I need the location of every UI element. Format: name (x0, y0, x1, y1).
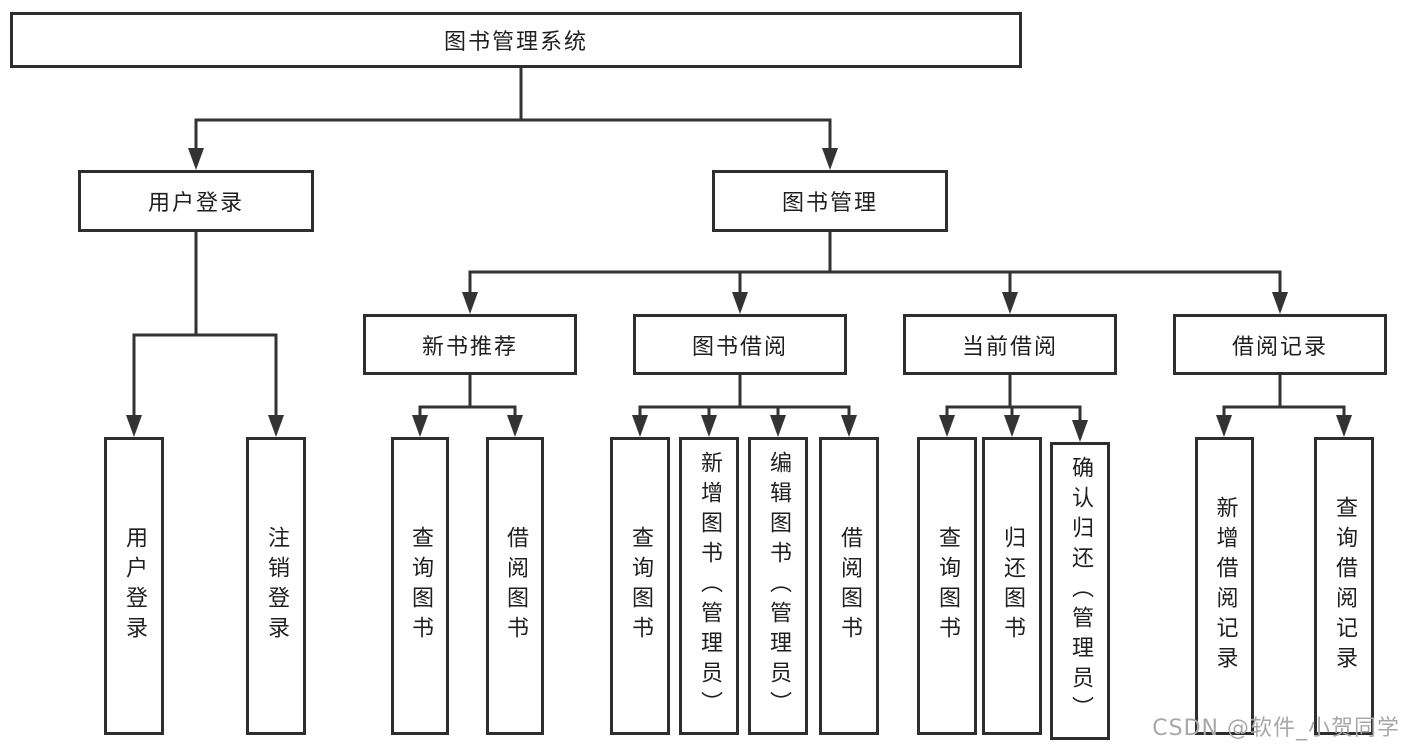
node-leaf-query-book-1: 查询图书 (391, 437, 449, 735)
arrowhead-icon (732, 292, 748, 314)
arrowhead-icon (1216, 415, 1232, 437)
node-label-leaf-logout: 注销登录 (264, 526, 289, 646)
node-label-leaf-add-borrow-record: 新增借阅记录 (1212, 496, 1238, 676)
arrowhead-icon (1272, 292, 1288, 314)
node-label-leaf-borrow-book-2: 借阅图书 (837, 526, 862, 646)
node-leaf-add-book-admin: 新增图书（管理员） (679, 437, 739, 735)
node-book-management: 图书管理 (712, 170, 948, 232)
node-label-current-borrow: 当前借阅 (961, 334, 1058, 360)
node-label-leaf-borrow-book-1: 借阅图书 (503, 526, 528, 646)
arrowhead-icon (1072, 420, 1088, 442)
node-label-user-login: 用户登录 (147, 191, 244, 216)
arrowhead-icon (126, 415, 142, 437)
node-label-leaf-query-book-3: 查询图书 (935, 526, 960, 646)
arrowhead-icon (939, 415, 955, 437)
arrowhead-icon (412, 415, 428, 437)
node-label-book-borrow: 图书借阅 (691, 334, 788, 360)
node-current-borrow: 当前借阅 (903, 314, 1117, 375)
node-label-leaf-return-book: 归还图书 (1000, 526, 1025, 646)
arrowhead-icon (632, 415, 648, 437)
node-leaf-query-borrow-record: 查询借阅记录 (1314, 437, 1374, 735)
node-borrow-record: 借阅记录 (1173, 314, 1387, 375)
node-leaf-query-book-3: 查询图书 (917, 437, 977, 735)
arrowhead-icon (188, 148, 204, 170)
node-label-root: 图书管理系统 (443, 30, 588, 55)
node-leaf-logout: 注销登录 (246, 437, 306, 735)
node-leaf-query-book-2: 查询图书 (610, 437, 670, 735)
node-leaf-borrow-book-2: 借阅图书 (819, 437, 879, 735)
arrowhead-icon (841, 415, 857, 437)
node-leaf-confirm-return-admin: 确认归还（管理员） (1050, 442, 1110, 740)
node-label-book-management: 图书管理 (781, 191, 878, 216)
node-new-book-recommend: 新书推荐 (363, 314, 577, 375)
node-label-leaf-confirm-return-admin: 确认归还（管理员） (1068, 456, 1093, 726)
node-label-borrow-record: 借阅记录 (1231, 334, 1328, 360)
node-leaf-return-book: 归还图书 (982, 437, 1042, 735)
node-label-leaf-query-book-2: 查询图书 (628, 526, 653, 646)
arrowhead-icon (462, 292, 478, 314)
arrowhead-icon (1002, 292, 1018, 314)
node-root: 图书管理系统 (10, 12, 1022, 68)
node-leaf-user-login: 用户登录 (104, 437, 164, 735)
node-leaf-add-borrow-record: 新增借阅记录 (1195, 437, 1254, 735)
arrowhead-icon (1004, 415, 1020, 437)
arrowhead-icon (507, 415, 523, 437)
node-leaf-edit-book-admin: 编辑图书（管理员） (748, 437, 808, 735)
node-label-leaf-add-book-admin: 新增图书（管理员） (697, 451, 722, 721)
node-label-leaf-query-borrow-record: 查询借阅记录 (1332, 496, 1357, 676)
node-user-login: 用户登录 (78, 170, 314, 232)
arrowhead-icon (1336, 415, 1352, 437)
node-label-leaf-edit-book-admin: 编辑图书（管理员） (766, 451, 791, 721)
arrowhead-icon (701, 415, 717, 437)
node-label-leaf-user-login: 用户登录 (122, 526, 147, 646)
arrowhead-icon (822, 148, 838, 170)
arrowhead-icon (268, 415, 284, 437)
node-label-leaf-query-book-1: 查询图书 (408, 526, 433, 646)
node-label-new-book-recommend: 新书推荐 (421, 334, 518, 360)
node-leaf-borrow-book-1: 借阅图书 (486, 437, 544, 735)
arrowhead-icon (770, 415, 786, 437)
node-book-borrow: 图书借阅 (633, 314, 847, 375)
